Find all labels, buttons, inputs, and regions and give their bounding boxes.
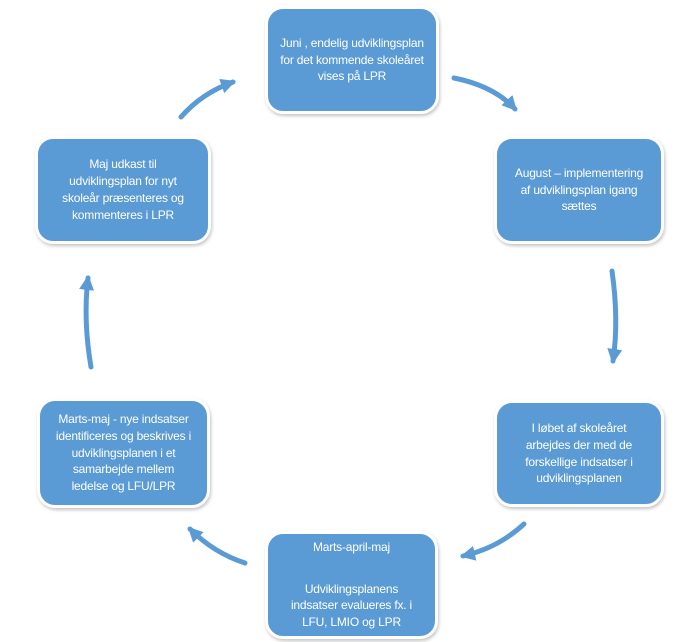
arrow-maj-to-juni bbox=[178, 78, 236, 120]
node-skoleaaret-label: I løbet af skoleåret arbejdes der med de… bbox=[525, 420, 633, 486]
arrow-juni-to-august bbox=[451, 75, 518, 112]
node-maj-label: Maj udkast til udviklingsplan for nyt sk… bbox=[62, 157, 184, 222]
node-august-label: August – implementering af udviklingspla… bbox=[514, 165, 644, 214]
arrow-august-to-skoleaaret bbox=[607, 268, 623, 364]
arrow-skoleaaret-to-marts-april-maj bbox=[460, 521, 527, 561]
node-marts-maj-label: Marts-maj - nye indsatser identificeres … bbox=[55, 412, 192, 494]
node-marts-april-maj-title: Marts-april-maj bbox=[312, 540, 390, 555]
node-juni-label: Juni , endelig udviklingsplan for det ko… bbox=[280, 35, 424, 84]
node-marts-april-maj-body: Udviklingsplanens indsatser evalueres fx… bbox=[290, 581, 413, 630]
arrow-marts-maj-to-maj bbox=[79, 275, 95, 370]
arrow-marts-april-maj-to-marts-maj bbox=[187, 526, 248, 566]
node-juni: Juni , endelig udviklingsplan for det ko… bbox=[265, 6, 439, 114]
node-marts-maj: Marts-maj - nye indsatser identificeres … bbox=[37, 398, 210, 508]
node-skoleaaret: I løbet af skoleåret arbejdes der med de… bbox=[494, 400, 664, 507]
node-august: August – implementering af udviklingspla… bbox=[494, 136, 664, 244]
node-maj: Maj udkast til udviklingsplan for nyt sk… bbox=[35, 136, 211, 244]
node-marts-april-maj: Marts-april-maj Udviklingsplanens indsat… bbox=[265, 531, 438, 639]
